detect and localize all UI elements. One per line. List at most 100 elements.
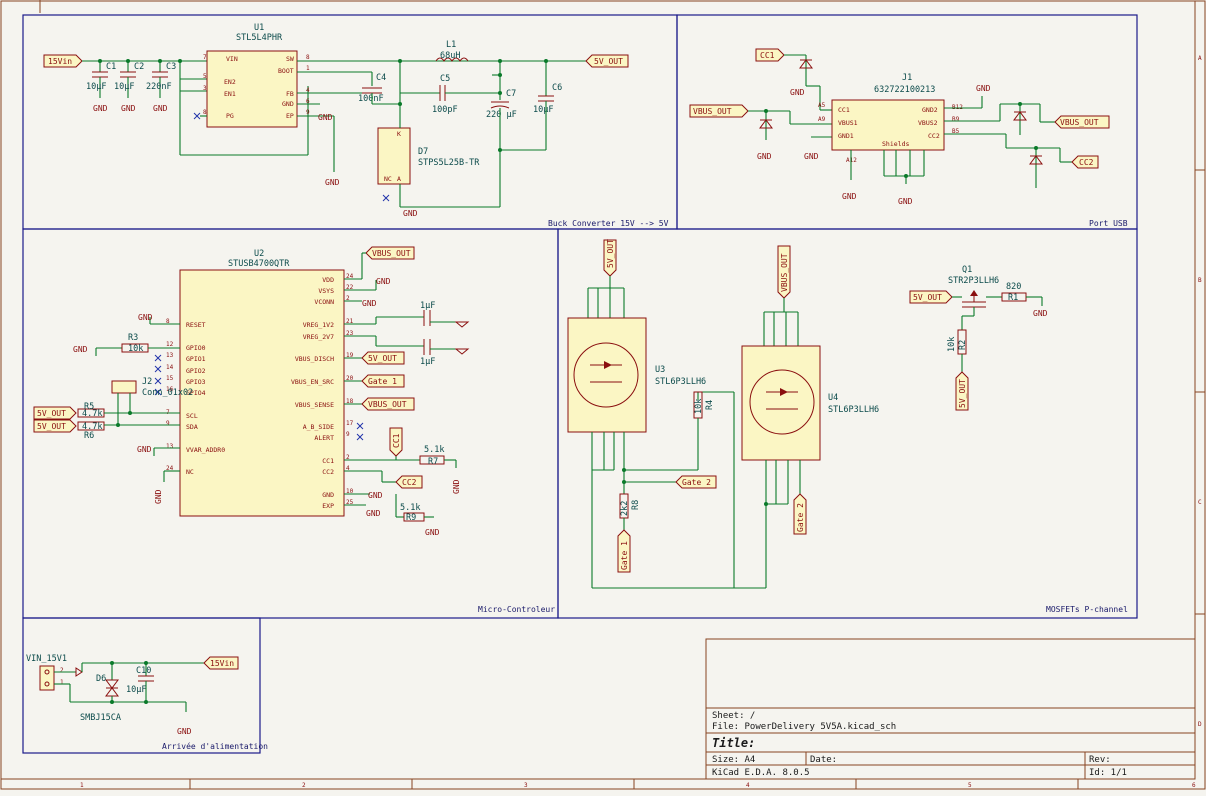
u2-left-pin: SDA bbox=[186, 423, 198, 431]
u2-left-pin-num: 15 bbox=[166, 375, 174, 382]
u2-right-pin: GND bbox=[322, 491, 334, 499]
u2-right-pin-num: 10 bbox=[346, 488, 354, 495]
svg-text:Q1: Q1 bbox=[962, 265, 972, 275]
svg-text:GND: GND bbox=[790, 88, 805, 97]
svg-text:5V_OUT: 5V_OUT bbox=[958, 379, 967, 408]
net-label-5v-out-mcu-r6: 5V_OUT bbox=[33, 419, 77, 433]
net-label-gate2-mosfet: Gate 2 bbox=[675, 475, 717, 489]
tb-size: Size: A4 bbox=[712, 755, 755, 765]
u2-right-pin-num: 22 bbox=[346, 284, 354, 291]
svg-text:GND: GND bbox=[177, 727, 192, 736]
svg-text:GND1: GND1 bbox=[838, 132, 854, 140]
net-label-cc2-usb: CC2 bbox=[1071, 155, 1099, 169]
u2-right-pin-num: 9 bbox=[346, 431, 350, 438]
u2-left-pin-num: 9 bbox=[166, 420, 170, 427]
u2-left-pin: GPIO4 bbox=[186, 389, 206, 397]
cap-a-value: 1µF bbox=[420, 301, 435, 311]
svg-text:BOOT: BOOT bbox=[278, 67, 294, 75]
svg-text:C6: C6 bbox=[552, 83, 562, 93]
u2-right-pin: VREG_1V2 bbox=[303, 321, 334, 329]
frame-col-label: 5 bbox=[968, 782, 972, 789]
svg-text:5.1k: 5.1k bbox=[400, 503, 420, 513]
u2-left-pin-num: 24 bbox=[166, 465, 174, 472]
svg-text:5: 5 bbox=[203, 73, 207, 80]
svg-text:Gate 2: Gate 2 bbox=[682, 478, 711, 487]
svg-text:VIN_15V1: VIN_15V1 bbox=[26, 654, 67, 664]
svg-text:VBUS_OUT: VBUS_OUT bbox=[693, 107, 732, 116]
svg-text:GND: GND bbox=[362, 299, 377, 308]
svg-text:A9: A9 bbox=[818, 116, 826, 123]
net-label-5v-out-mcu: 5V_OUT bbox=[361, 351, 405, 365]
capacitor-c3: C3 220nF GND bbox=[146, 61, 176, 113]
svg-text:GND: GND bbox=[137, 445, 152, 454]
frame-row-label: A bbox=[1198, 55, 1202, 62]
u2-right-pin: VBUS_EN_SRC bbox=[291, 378, 334, 386]
net-label-5v-out-mosfet: 5V_OUT bbox=[603, 239, 617, 277]
section-title-usb: Port USB bbox=[1089, 219, 1128, 228]
u2-right-pin: EXP bbox=[322, 502, 334, 510]
svg-text:CC1: CC1 bbox=[838, 106, 850, 114]
capacitor-c7: C7 220 µF bbox=[486, 89, 517, 120]
svg-text:Shields: Shields bbox=[882, 140, 909, 148]
connector-j1: J1 632722100213 CC1 VBUS1 GND1 GND2 VBUS… bbox=[818, 73, 963, 164]
frame-row-label: D bbox=[1198, 721, 1202, 728]
svg-text:15Vin: 15Vin bbox=[210, 659, 234, 668]
svg-text:R2: R2 bbox=[958, 340, 968, 350]
u2-right-pin: VSYS bbox=[318, 287, 334, 295]
frame-col-label: 1 bbox=[80, 782, 84, 789]
svg-text:STL5L4PHR: STL5L4PHR bbox=[236, 33, 283, 43]
u2-left-pin: VVAR_ADDR0 bbox=[186, 446, 225, 454]
svg-text:C5: C5 bbox=[440, 74, 450, 84]
tb-sheet: Sheet: / bbox=[712, 711, 755, 721]
cap-b-value: 1µF bbox=[420, 357, 435, 367]
tb-file: File: PowerDelivery 5V5A.kicad_sch bbox=[712, 722, 896, 732]
u2-right-pin-num: 2 bbox=[346, 454, 350, 461]
svg-text:SMBJ15CA: SMBJ15CA bbox=[80, 713, 121, 723]
net-label-15vin-power: 15Vin bbox=[203, 656, 239, 670]
capacitor-c2: C2 10µF GND bbox=[114, 61, 144, 113]
svg-text:GND: GND bbox=[282, 100, 294, 108]
svg-text:VBUS_OUT: VBUS_OUT bbox=[368, 400, 407, 409]
svg-text:4.7k: 4.7k bbox=[82, 409, 102, 419]
u2-left-pin: RESET bbox=[186, 321, 206, 329]
svg-text:VBUS2: VBUS2 bbox=[918, 119, 938, 127]
frame-col-label: 3 bbox=[524, 782, 528, 789]
svg-text:A5: A5 bbox=[818, 102, 826, 109]
connector-vin: VIN_15V1 2 1 bbox=[26, 654, 67, 691]
svg-text:EP: EP bbox=[286, 112, 294, 120]
u2-right-pin-num: 17 bbox=[346, 420, 354, 427]
capacitor-c10: C10 10µF bbox=[126, 663, 154, 702]
svg-text:GND: GND bbox=[318, 113, 333, 122]
tb-title: Title: bbox=[712, 736, 755, 750]
svg-text:9: 9 bbox=[306, 109, 310, 116]
u2-right-pin: CC1 bbox=[322, 457, 334, 465]
svg-text:10µF: 10µF bbox=[533, 105, 553, 115]
u2-right-pin: VDD bbox=[322, 276, 334, 284]
svg-text:STPS5L25B-TR: STPS5L25B-TR bbox=[418, 158, 480, 168]
svg-text:GND: GND bbox=[898, 197, 913, 206]
svg-text:CC2: CC2 bbox=[402, 478, 417, 487]
svg-text:Gate 2: Gate 2 bbox=[796, 503, 805, 532]
capacitor-c5: C5 100pF bbox=[400, 74, 500, 115]
svg-text:FB: FB bbox=[286, 90, 294, 98]
frame-col-label: 2 bbox=[302, 782, 306, 789]
svg-text:C1: C1 bbox=[106, 62, 116, 72]
net-label-5v-out-q1-bottom: 5V_OUT bbox=[955, 371, 969, 411]
svg-text:GND: GND bbox=[425, 528, 440, 537]
svg-text:4: 4 bbox=[306, 87, 310, 94]
svg-text:R3: R3 bbox=[128, 333, 138, 343]
svg-text:2: 2 bbox=[60, 667, 64, 674]
section-title-mcu: Micro-Controleur bbox=[478, 605, 555, 614]
u2-left-pin-num: 13 bbox=[166, 352, 174, 359]
svg-text:GND: GND bbox=[376, 277, 391, 286]
svg-text:GND2: GND2 bbox=[922, 106, 938, 114]
svg-text:4.7k: 4.7k bbox=[82, 422, 102, 432]
svg-text:GND: GND bbox=[976, 84, 991, 93]
u2-left-pin: GPIO0 bbox=[186, 344, 206, 352]
svg-text:632722100213: 632722100213 bbox=[874, 85, 935, 95]
u2-left-pin-num: 8 bbox=[166, 318, 170, 325]
title-block: Sheet: / File: PowerDelivery 5V5A.kicad_… bbox=[705, 638, 1196, 780]
net-label-gate1-mcu: Gate 1 bbox=[361, 374, 405, 388]
